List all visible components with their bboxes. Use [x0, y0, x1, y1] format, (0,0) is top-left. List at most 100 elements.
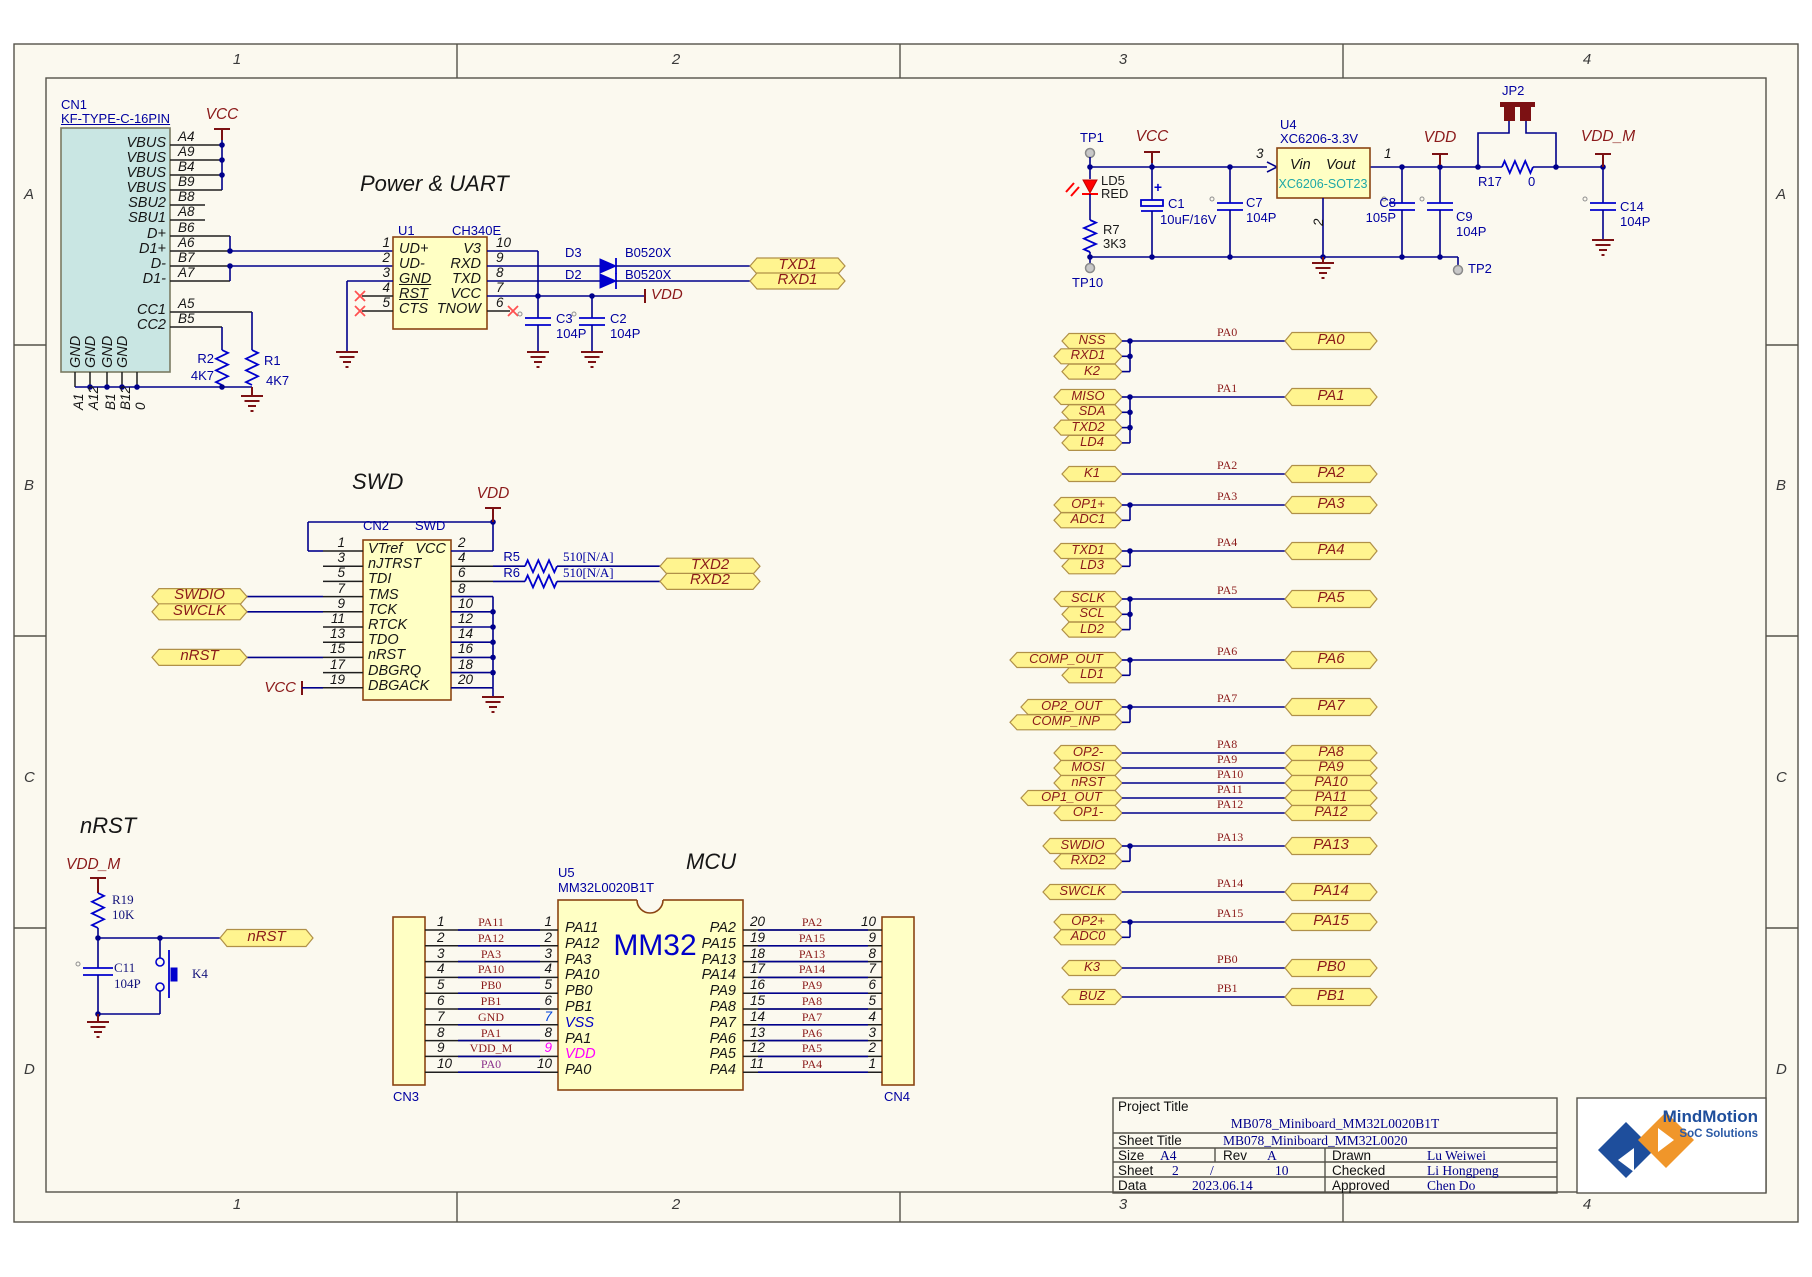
ic-u1-body[interactable]	[392, 236, 488, 330]
r5-ref: R5	[503, 549, 520, 564]
cn1-pin-name-VBUS: VBUS	[126, 165, 167, 181]
port-PA0[interactable]	[1284, 331, 1378, 351]
port-K2-label: K2	[1084, 362, 1100, 378]
port-PA6[interactable]	[1284, 650, 1378, 670]
net-label-PA3: PA3	[480, 946, 502, 961]
cn2-part: SWD	[415, 518, 446, 533]
diode-d3[interactable]	[599, 258, 618, 274]
r19-ref: R19	[112, 892, 134, 907]
port-SWCLK[interactable]	[1042, 883, 1123, 901]
port-PA13[interactable]	[1284, 836, 1378, 856]
logo-tagline: SoC Solutions	[1679, 1128, 1758, 1140]
cn4-pin-num-8: 8	[868, 945, 876, 961]
port-COMP_INP[interactable]	[1009, 714, 1123, 731]
port-MOSI-label: MOSI	[1071, 758, 1105, 774]
port-RXD1[interactable]	[749, 272, 846, 290]
port-PB0[interactable]	[1284, 958, 1378, 978]
diode-d2[interactable]	[599, 273, 618, 289]
net-label-PB1: PB1	[480, 994, 502, 1008]
port-K2[interactable]	[1061, 363, 1123, 380]
port-PA12[interactable]	[1284, 804, 1378, 822]
u1-pin-name-RST: RST	[399, 286, 428, 302]
u5-pin-name-PB1: PB1	[565, 999, 593, 1015]
test-point-tp2[interactable]	[1452, 264, 1464, 276]
port-PA7[interactable]	[1284, 697, 1378, 717]
jumper-jp2[interactable]	[1500, 102, 1535, 107]
port-OP1-[interactable]	[1053, 804, 1123, 822]
zone-row-D: D	[1776, 1061, 1787, 1078]
u5-pin-num-5: 5	[544, 977, 552, 993]
u5-pin-num-7: 7	[544, 1008, 552, 1024]
net-label-PA1: PA1	[480, 1025, 502, 1040]
port-PA1[interactable]	[1284, 387, 1378, 407]
titleblock-drawn-label: Drawn	[1332, 1148, 1372, 1163]
net-label-VDD_M: VDD_M	[469, 1041, 513, 1056]
resistor-r17	[1501, 158, 1534, 176]
cn1-ref: CN1	[61, 97, 88, 112]
resistor-r5	[524, 557, 558, 575]
cn4-pin-num-3: 3	[868, 1024, 876, 1040]
port-PA14[interactable]	[1284, 882, 1378, 902]
cn2-pin-num-12: 12	[458, 611, 474, 626]
port-K1[interactable]	[1061, 465, 1123, 483]
c1-plus: +	[1153, 179, 1163, 195]
port-ADC1[interactable]	[1053, 512, 1123, 529]
capacitor-mark	[1582, 196, 1588, 202]
zone-row-B: B	[24, 477, 35, 494]
u5-pin-name-PA12: PA12	[565, 935, 600, 952]
port-LD1[interactable]	[1061, 667, 1123, 684]
tp10-label: TP10	[1072, 275, 1104, 290]
net-label-PA13: PA13	[798, 946, 826, 961]
u5-pin-name-PA9: PA9	[709, 983, 736, 1000]
connector-cn2-body[interactable]	[362, 539, 452, 701]
port-PA5[interactable]	[1284, 589, 1378, 609]
switch-k4[interactable]	[170, 967, 178, 982]
port-BUZ[interactable]	[1061, 988, 1123, 1006]
zone-row-A: A	[1776, 186, 1787, 203]
connector-cn1-body[interactable]	[60, 127, 171, 373]
port-RXD2[interactable]	[1053, 853, 1123, 870]
port-PA4[interactable]	[1284, 541, 1378, 561]
port-LD2[interactable]	[1061, 621, 1123, 638]
port-PA3[interactable]	[1284, 495, 1378, 515]
cn2-pin-num-9: 9	[337, 595, 345, 611]
port-ADC0[interactable]	[1053, 929, 1123, 946]
u1-pin-num-1: 1	[382, 235, 390, 250]
zone-col-2: 2	[671, 1196, 681, 1213]
port-LD3-label: LD3	[1080, 557, 1104, 573]
port-nRST[interactable]	[219, 928, 314, 948]
port-nRST[interactable]	[151, 648, 248, 667]
zone-col-3: 3	[1118, 51, 1128, 68]
port-LD4[interactable]	[1061, 434, 1123, 451]
port-LD3[interactable]	[1061, 558, 1123, 575]
junction-dot	[219, 172, 225, 178]
connector-cn3-body[interactable]	[392, 916, 426, 1086]
jumper-jp2[interactable]	[1504, 107, 1515, 121]
u1-pin-name-CTS: CTS	[399, 301, 428, 317]
titleblock-sheet-slash: /	[1210, 1163, 1214, 1178]
net-label-PA5: PA5	[1217, 583, 1238, 597]
test-point-tp10[interactable]	[1084, 262, 1096, 274]
port-SWCLK[interactable]	[151, 603, 248, 621]
port-K3[interactable]	[1061, 959, 1123, 977]
port-PB1[interactable]	[1284, 987, 1378, 1007]
port-RXD2[interactable]	[659, 572, 761, 591]
port-LD4-label: LD4	[1080, 433, 1104, 449]
switch-k4[interactable]	[155, 957, 165, 967]
cn2-pin-num-11: 11	[330, 611, 345, 626]
port-PA15[interactable]	[1284, 912, 1378, 932]
connector-cn4-body[interactable]	[881, 916, 915, 1086]
u5-pin-name-PA7: PA7	[709, 1014, 736, 1031]
u1-pin-name-TNOW: TNOW	[436, 301, 481, 317]
port-PA2[interactable]	[1284, 464, 1378, 484]
jumper-jp2[interactable]	[1520, 107, 1531, 121]
port-PA2-label: PA2	[1317, 463, 1345, 481]
junction-dot	[490, 624, 496, 630]
led-ld5[interactable]	[1082, 179, 1098, 195]
zone-col-2: 2	[671, 51, 681, 68]
junction-dot	[87, 384, 93, 390]
c9-ref: C9	[1456, 209, 1473, 224]
titleblock-project-label: Project Title	[1118, 1099, 1189, 1114]
cn4-pin-num-5: 5	[868, 993, 876, 1008]
u5-pin-num-9: 9	[544, 1040, 552, 1056]
